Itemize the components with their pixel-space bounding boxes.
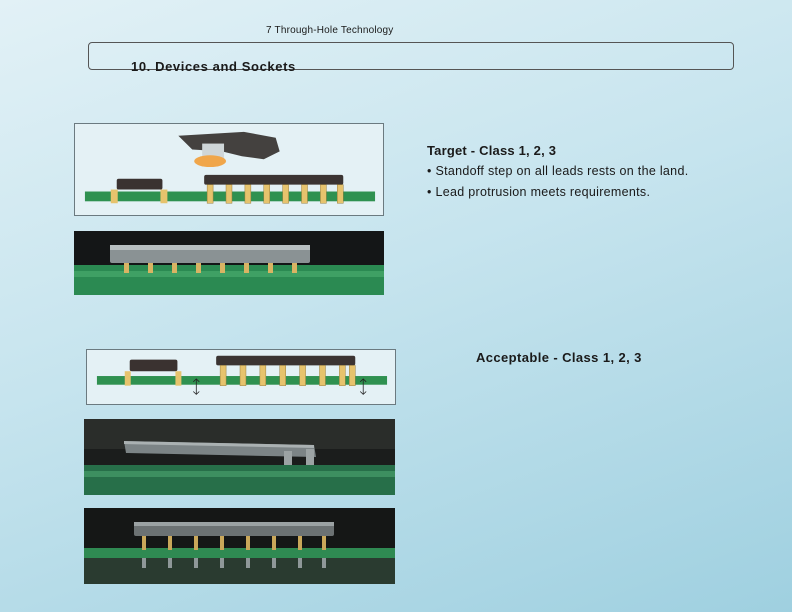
section-title: 10. Devices and Sockets: [131, 59, 296, 74]
section-box: 10. Devices and Sockets: [88, 42, 734, 74]
target-bullet-protrusion: • Lead protrusion meets requirements.: [427, 185, 651, 199]
target-diagram: [74, 123, 384, 216]
acceptable-photo-side: [84, 508, 395, 584]
target-text: Target - Class 1, 2, 3 • Standoff step o…: [427, 140, 688, 203]
acceptable-diagram: [86, 349, 396, 405]
acceptable-photo-tilted: [84, 419, 395, 495]
target-title: Target - Class 1, 2, 3: [427, 143, 557, 158]
target-bullet-standoff: • Standoff step on all leads rests on th…: [427, 164, 689, 178]
chapter-header: 7 Through-Hole Technology: [266, 25, 394, 36]
acceptable-title: Acceptable - Class 1, 2, 3: [476, 350, 642, 365]
target-photo: [74, 231, 384, 295]
